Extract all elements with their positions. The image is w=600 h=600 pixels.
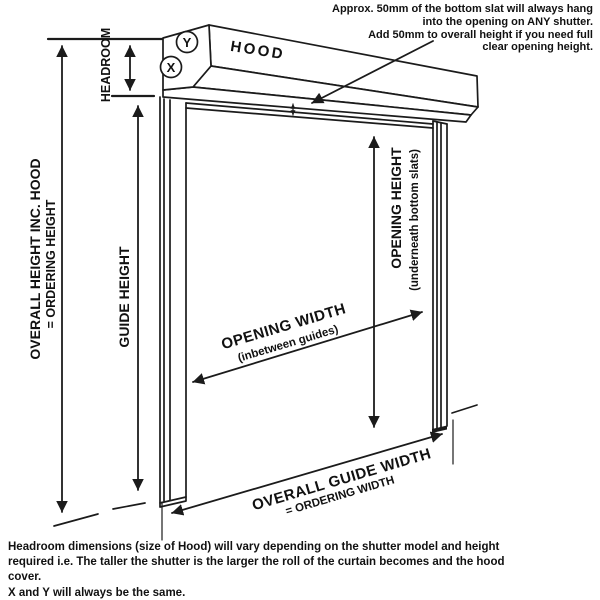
right-guide-foot bbox=[432, 425, 447, 433]
right-guide-rail bbox=[432, 120, 448, 433]
slat-bottom-line bbox=[185, 107, 434, 129]
footer-notes: Headroom dimensions (size of Hood) will … bbox=[8, 540, 596, 600]
floor-line-left bbox=[53, 513, 99, 527]
top-annotation: Approx. 50mm of the bottom slat will alw… bbox=[293, 3, 593, 54]
overall-height-label: OVERALL HEIGHT INC. HOOD bbox=[27, 158, 43, 359]
x-marker-label: X bbox=[167, 60, 176, 75]
x-marker-circle bbox=[159, 55, 183, 79]
annotation-arrow bbox=[311, 40, 434, 104]
top-annotation-line: clear opening height. bbox=[482, 41, 593, 54]
y-marker-circle bbox=[175, 30, 199, 54]
overall-guide-width-label: OVERALL GUIDE WIDTH bbox=[250, 445, 433, 514]
footer-note-line: cover. bbox=[8, 571, 42, 584]
bottom-slat-drawing bbox=[185, 102, 434, 129]
footer-note-xy: X and Y will always be the same. bbox=[8, 586, 186, 599]
opening-height-label: OPENING HEIGHT bbox=[388, 147, 404, 269]
footer-note-line: Headroom dimensions (size of Hood) will … bbox=[8, 541, 500, 553]
top-annotation-line: into the opening on ANY shutter. bbox=[422, 15, 594, 28]
floor-line-mid bbox=[112, 502, 146, 510]
overall-guide-width-arrow bbox=[171, 431, 443, 516]
top-annotation-line: Approx. 50mm of the bottom slat will alw… bbox=[332, 3, 593, 15]
xy-markers: Y X bbox=[159, 30, 199, 79]
headroom-label: HEADROOM bbox=[99, 28, 113, 102]
guide-height-label: GUIDE HEIGHT bbox=[116, 246, 132, 348]
top-annotation-line: Add 50mm to overall height if you need f… bbox=[368, 28, 593, 41]
y-marker-label: Y bbox=[183, 35, 192, 50]
floor-lines bbox=[53, 404, 478, 527]
overall-height-sub-label: = ORDERING HEIGHT bbox=[44, 199, 58, 328]
floor-line-right bbox=[451, 404, 478, 414]
left-guide-rail bbox=[159, 96, 187, 508]
footer-note-line: required i.e. The taller the shutter is … bbox=[8, 556, 505, 569]
right-guide-top-cap bbox=[432, 120, 448, 125]
opening-width-arrow bbox=[192, 309, 423, 385]
dimension-lines bbox=[46, 37, 454, 541]
slat-top-line bbox=[185, 102, 434, 125]
opening-height-sub-label: (underneath bottom slats) bbox=[409, 149, 421, 291]
